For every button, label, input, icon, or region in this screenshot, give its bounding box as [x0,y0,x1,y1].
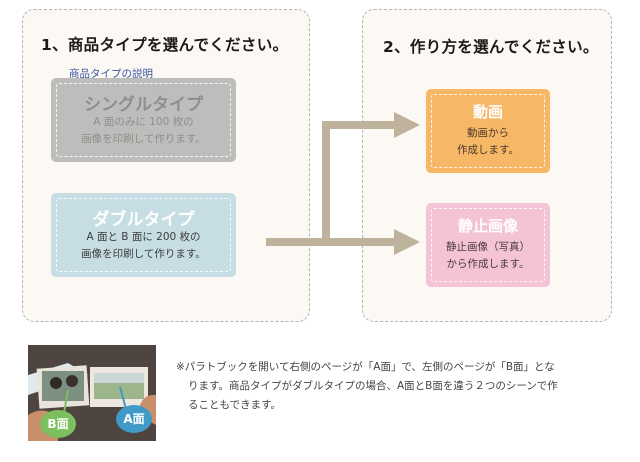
single-type-option[interactable]: シングルタイプ A 面のみに 100 枚の 画像を印刷して作ります。 [51,78,236,162]
arrow-head-upper [394,112,420,138]
footnote-line3: ることもできます。 [188,399,282,411]
arrow-head-lower [394,229,420,255]
double-type-option[interactable]: ダブルタイプ A 面と B 面に 200 枚の 画像を印刷して作ります。 [51,193,236,277]
video-desc-line2: 作成します。 [457,144,519,156]
video-desc-line1: 動画から [467,127,509,139]
side-a-badge: A面 [116,405,152,433]
product-type-help-link[interactable]: 商品タイプの説明 [69,68,153,80]
arrow-main-shaft [266,238,396,246]
step1-title: 1、商品タイプを選んでください。 [41,36,289,54]
card-stitch-border [431,208,545,282]
video-desc: 動画から 作成します。 [426,125,550,159]
single-type-desc-line2: 画像を印刷して作ります。 [81,133,206,145]
step2-panel: 2、作り方を選んでください。 動画 動画から 作成します。 静止画像 静止画像（… [362,9,612,322]
double-type-desc-line2: 画像を印刷して作ります。 [81,248,206,260]
double-type-desc-line1: A 面と B 面に 200 枚の [86,231,201,243]
side-b-badge: B面 [40,410,76,438]
video-option[interactable]: 動画 動画から 作成します。 [426,89,550,173]
single-type-desc: A 面のみに 100 枚の 画像を印刷して作ります。 [51,114,236,148]
card-stitch-border [431,94,545,168]
arrow-vertical-shaft [322,122,330,242]
book-photo: B面 A面 [28,345,156,441]
single-type-desc-line1: A 面のみに 100 枚の [93,116,194,128]
still-image-option[interactable]: 静止画像 静止画像（写真） から作成します。 [426,203,550,287]
still-image-desc-line1: 静止画像（写真） [446,241,530,253]
footnote: ※パラトブックを開いて右側のページが「A面」で、左側のページが「B面」とな りま… [176,358,596,415]
step2-title: 2、作り方を選んでください。 [383,38,599,56]
still-image-desc: 静止画像（写真） から作成します。 [426,239,550,273]
double-type-desc: A 面と B 面に 200 枚の 画像を印刷して作ります。 [51,229,236,263]
video-title: 動画 [472,103,503,121]
footnote-line2: ります。商品タイプがダブルタイプの場合、A面とB面を違う２つのシーンで作 [188,380,558,392]
still-image-desc-line2: から作成します。 [446,258,530,270]
footnote-line1: ※パラトブックを開いて右側のページが「A面」で、左側のページが「B面」とな [176,361,555,373]
single-type-title: シングルタイプ [84,95,203,115]
card-stitch-border [56,198,231,272]
card-stitch-border [56,83,231,157]
double-type-title: ダブルタイプ [92,210,195,230]
still-image-title: 静止画像 [457,217,518,235]
arrow-upper-shaft [322,121,396,129]
